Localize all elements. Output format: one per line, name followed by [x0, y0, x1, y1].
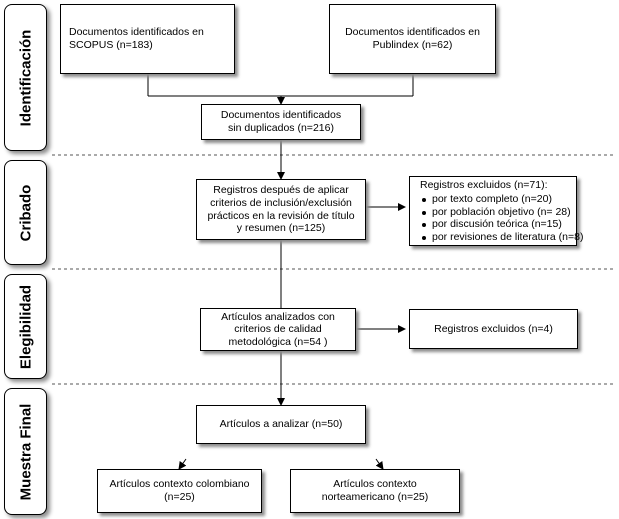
box-registros-excluidos-71: Registros excluidos (n=71): por texto co…: [409, 176, 584, 246]
box-norteamericano: Artículos contexto norteamericano (n=25): [290, 469, 460, 513]
box-sin-duplicados-text: Documentos identificados sin duplicados …: [220, 109, 342, 134]
excluded-71-title: Registros excluidos (n=71):: [420, 179, 548, 191]
stage-tab-elegibilidad: Elegibilidad: [4, 274, 47, 379]
stage-tab-identificacion: Identificación: [4, 4, 47, 151]
box-articulos-analizados: Artículos analizados con criterios de ca…: [200, 308, 356, 351]
excluded-71-list: por texto completo (n=20) por población …: [420, 193, 584, 244]
stage-label-identificacion: Identificación: [17, 29, 34, 126]
box-registros-despues: Registros después de aplicar criterios d…: [196, 179, 366, 240]
box-norteamericano-text: Artículos contexto norteamericano (n=25): [321, 478, 429, 503]
box-registros-despues-text: Registros después de aplicar criterios d…: [207, 184, 355, 235]
stage-tab-muestra-final: Muestra Final: [4, 388, 47, 515]
list-item: por revisiones de literatura (n=8): [422, 231, 584, 244]
box-scopus: Documentos identificados en SCOPUS (n=18…: [60, 4, 235, 74]
stage-tab-cribado: Cribado: [4, 160, 47, 265]
box-colombiano-text: Artículos contexto colombiano (n=25): [109, 478, 250, 503]
box-scopus-text: Documentos identificados en SCOPUS (n=18…: [69, 26, 204, 51]
arrow: [178, 458, 187, 470]
stage-label-elegibilidad: Elegibilidad: [17, 284, 34, 369]
box-registros-excluidos-4-text: Registros excluidos (n=4): [434, 322, 553, 335]
box-registros-excluidos-4: Registros excluidos (n=4): [409, 309, 578, 349]
arrow: [375, 458, 384, 470]
box-publindex: Documentos identificados en Publindex (n…: [329, 4, 496, 74]
stage-label-cribado: Cribado: [17, 184, 34, 241]
box-articulos-a-analizar: Artículos a analizar (n=50): [196, 405, 366, 444]
stage-label-muestra-final: Muestra Final: [17, 403, 34, 500]
box-publindex-text: Documentos identificados en Publindex (n…: [345, 26, 480, 51]
box-sin-duplicados: Documentos identificados sin duplicados …: [201, 104, 361, 140]
list-item: por texto completo (n=20): [422, 193, 570, 206]
list-item: por población objetivo (n= 28): [422, 205, 571, 218]
box-articulos-a-analizar-text: Artículos a analizar (n=50): [219, 418, 343, 431]
box-colombiano: Artículos contexto colombiano (n=25): [97, 469, 262, 513]
box-articulos-analizados-text: Artículos analizados con criterios de ca…: [221, 310, 335, 348]
list-item: por discusión teórica (n=15): [422, 218, 570, 231]
